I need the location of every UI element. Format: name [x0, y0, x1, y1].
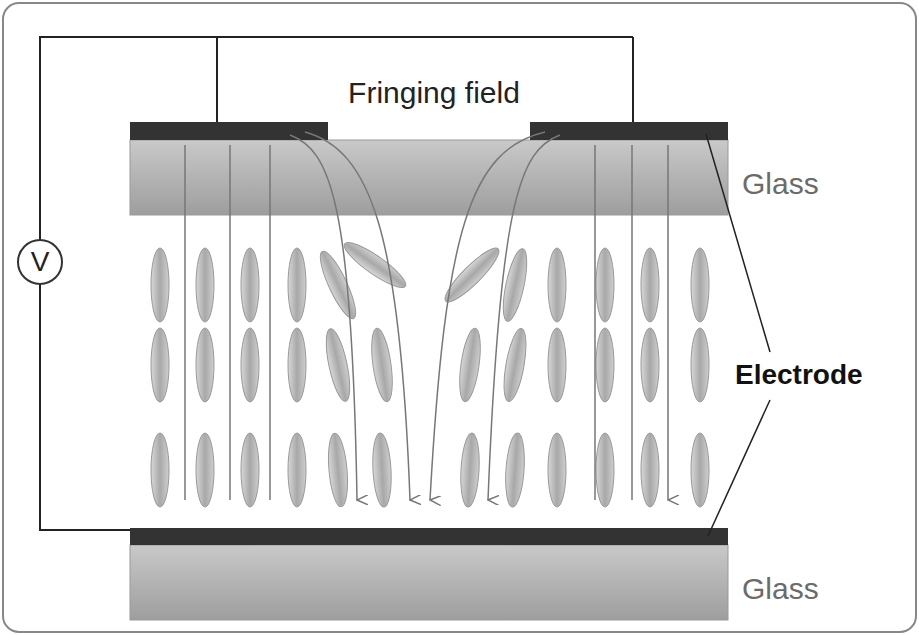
liquid-crystal-molecules	[151, 236, 709, 507]
lc-molecule	[459, 433, 481, 508]
lc-molecule	[288, 433, 306, 507]
bottom-wire	[40, 284, 130, 530]
lc-molecule	[322, 327, 355, 403]
lc-molecule	[368, 327, 396, 403]
lc-molecule	[641, 328, 659, 402]
node-text: V	[31, 246, 50, 278]
lc-molecule	[196, 328, 214, 402]
lc-molecule	[503, 432, 526, 507]
lc-molecule	[691, 328, 709, 402]
top-right-electrode	[530, 122, 728, 140]
lc-molecule	[596, 328, 614, 402]
lc-molecule	[151, 433, 169, 507]
lc-molecule	[548, 328, 566, 402]
fringing-field-line	[488, 135, 560, 500]
fringing-field-line	[305, 132, 410, 500]
lc-molecule	[196, 248, 214, 322]
vertical-field-line	[185, 145, 668, 500]
glass-label: Glass	[742, 167, 819, 201]
bottom-glass	[130, 545, 728, 620]
voltage-source: V	[17, 239, 63, 285]
lc-molecule	[151, 328, 169, 402]
lc-molecule	[196, 433, 214, 507]
fringing-field-line	[290, 135, 357, 500]
lc-molecule	[641, 248, 659, 322]
field-lines	[185, 132, 668, 500]
field-label: Fringing field	[344, 76, 524, 110]
lc-molecule	[691, 248, 709, 322]
fringing-field-line	[430, 132, 545, 500]
top-left-electrode	[130, 122, 328, 140]
lc-molecule	[151, 248, 169, 322]
bottom-electrode	[130, 528, 728, 545]
lc-molecule	[548, 248, 566, 322]
lc-molecule	[691, 433, 709, 507]
lc-molecule	[241, 248, 259, 322]
lc-molecule	[548, 433, 566, 507]
lc-molecule	[456, 327, 484, 403]
lc-molecule	[288, 248, 306, 322]
lc-molecule	[371, 433, 393, 508]
lc-molecule	[500, 327, 531, 403]
lc-molecule	[340, 236, 411, 293]
glass-label: Glass	[742, 572, 819, 606]
frame	[3, 3, 916, 632]
electrode-label: Electrode	[735, 359, 863, 391]
lc-molecule	[241, 328, 259, 402]
lc-molecule	[499, 247, 532, 323]
top-glass	[130, 140, 728, 215]
lc-molecule	[596, 433, 614, 507]
lc-molecule	[596, 248, 614, 322]
lc-molecule	[326, 432, 350, 507]
lc-molecule	[439, 242, 504, 307]
lc-molecule	[241, 433, 259, 507]
lc-molecule	[288, 328, 306, 402]
lc-molecule	[641, 433, 659, 507]
